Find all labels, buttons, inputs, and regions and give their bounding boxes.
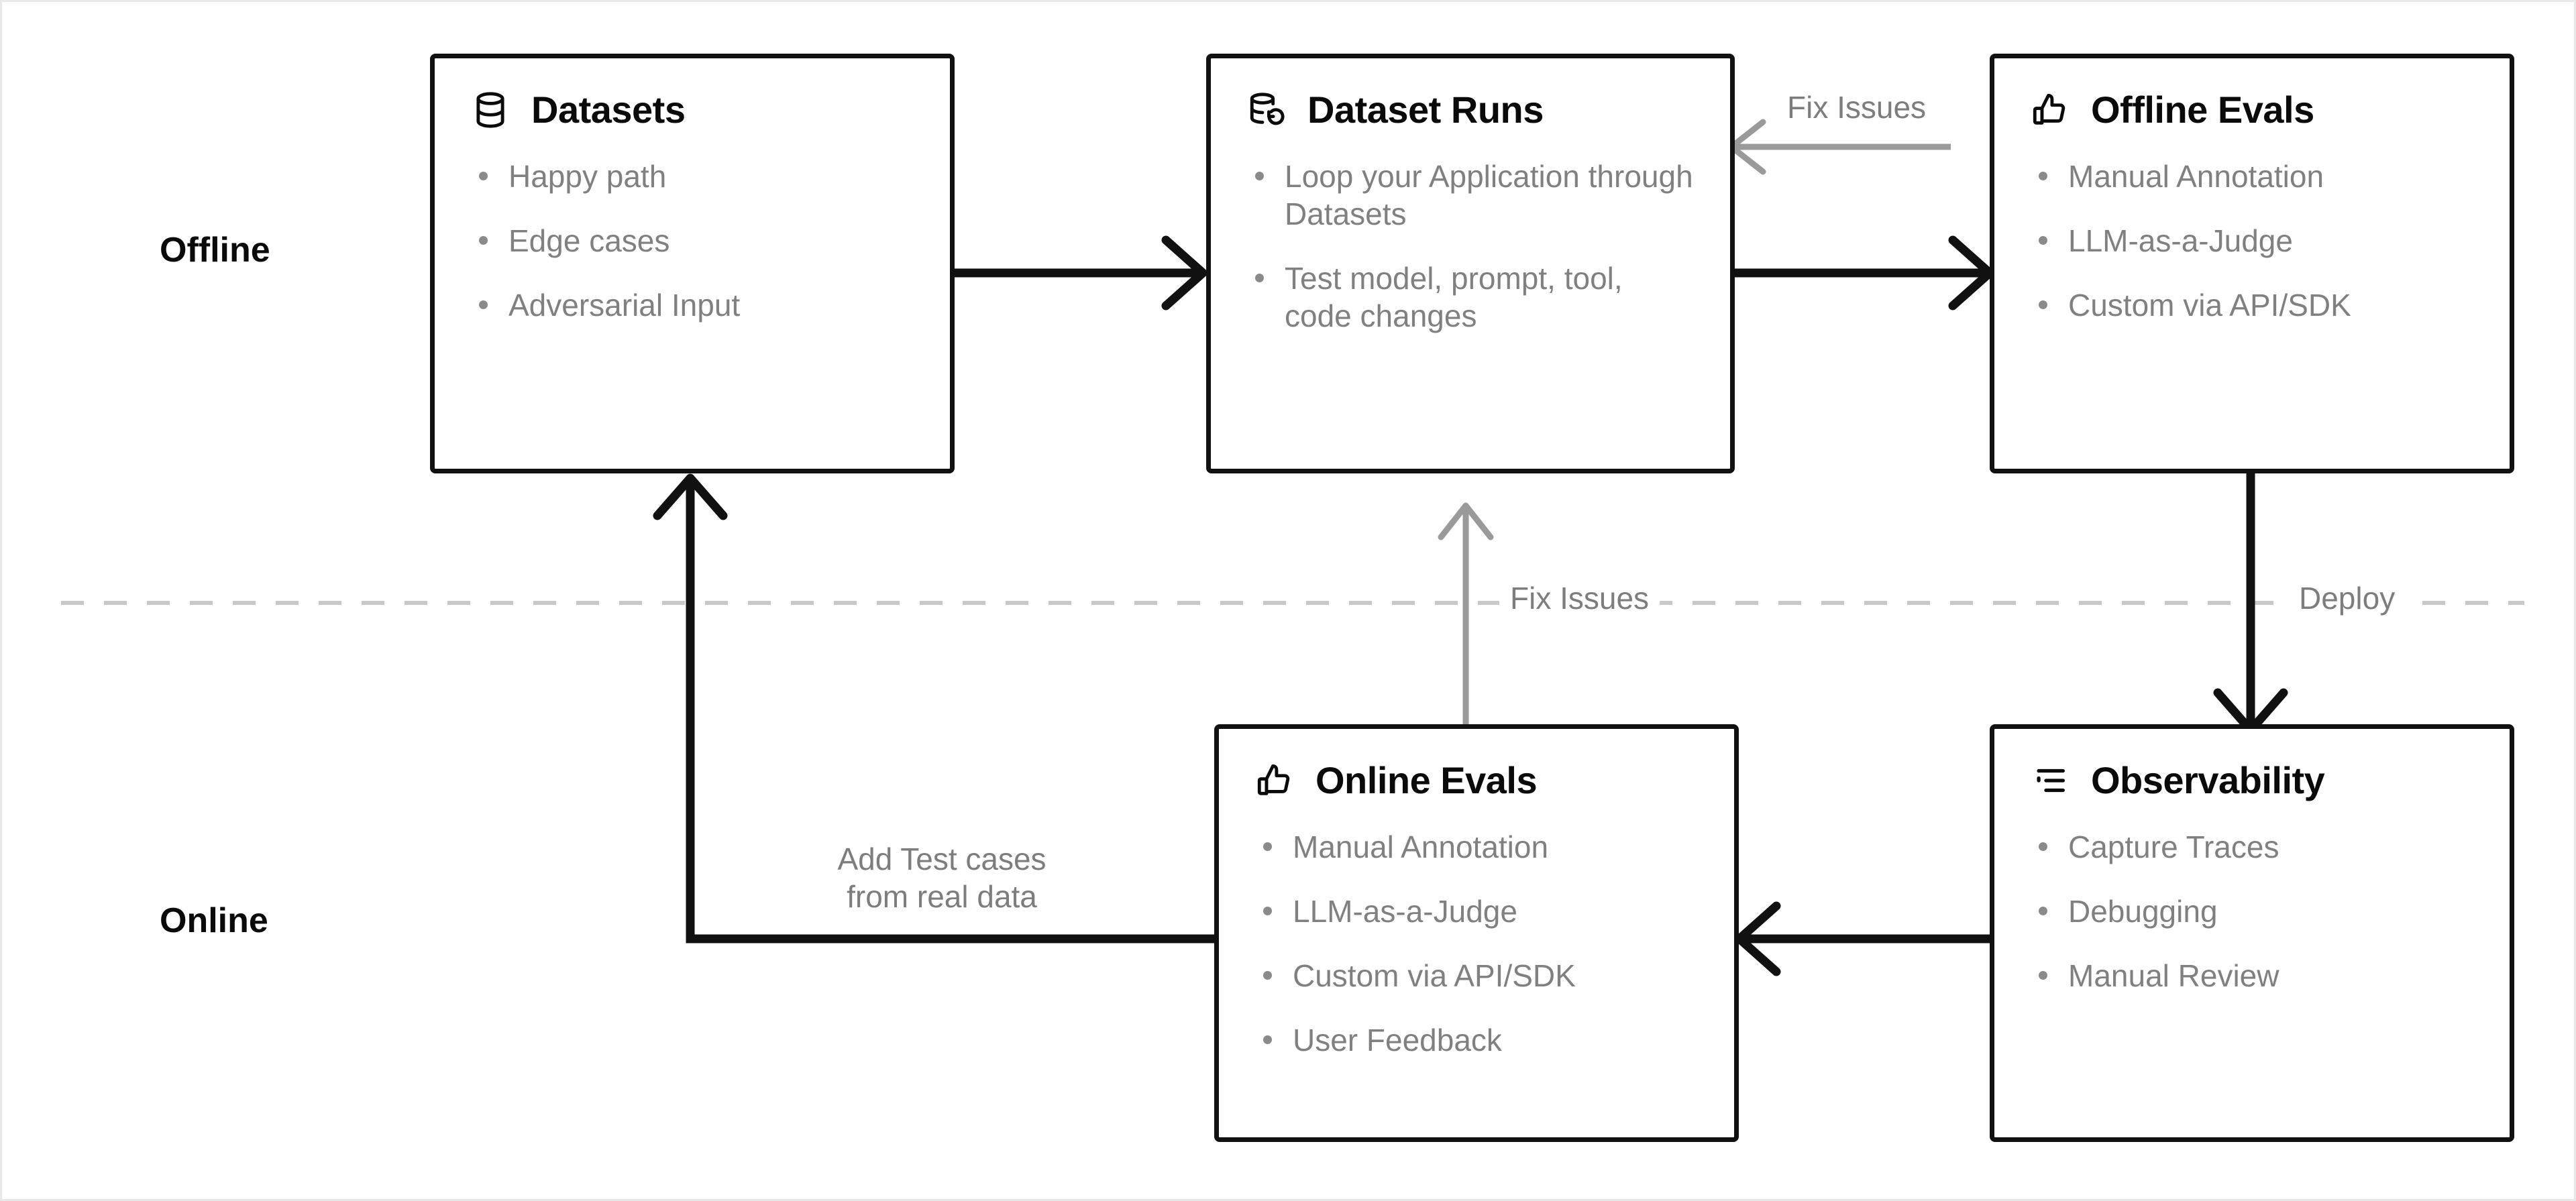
node-datasets-title: Datasets — [531, 88, 686, 131]
list-item: Custom via API/SDK — [1254, 957, 1699, 994]
list-item: LLM-as-a-Judge — [2029, 222, 2475, 260]
arrow-observability-to-online-evals — [1735, 901, 1990, 976]
list-item: LLM-as-a-Judge — [1254, 893, 1699, 930]
list-tree-icon — [2029, 760, 2071, 801]
node-offline-evals[interactable]: Offline Evals Manual Annotation LLM-as-a… — [1990, 54, 2514, 473]
edge-label-fix-issues-middle: Fix Issues — [1499, 580, 1660, 616]
list-item: Adversarial Input — [470, 286, 915, 324]
node-observability[interactable]: Observability Capture Traces Debugging M… — [1990, 724, 2514, 1142]
node-online-evals-header: Online Evals — [1254, 760, 1699, 801]
node-observability-bullets: Capture Traces Debugging Manual Review — [2029, 828, 2475, 994]
node-offline-evals-header: Offline Evals — [2029, 89, 2475, 131]
node-dataset-runs-title: Dataset Runs — [1307, 88, 1544, 131]
edge-label-deploy: Deploy — [2288, 580, 2406, 616]
edge-label-fix-issues-top: Fix Issues — [1776, 89, 1937, 125]
section-label-online: Online — [160, 901, 268, 940]
database-icon — [470, 89, 511, 131]
arrow-datasets-to-dataset-runs — [955, 235, 1208, 310]
node-datasets[interactable]: Datasets Happy path Edge cases Adversari… — [430, 54, 955, 473]
node-observability-header: Observability — [2029, 760, 2475, 801]
arrow-online-evals-to-dataset-runs — [1438, 502, 1494, 725]
list-item: Capture Traces — [2029, 828, 2475, 866]
list-item: Manual Review — [2029, 957, 2475, 994]
node-offline-evals-title: Offline Evals — [2091, 88, 2314, 131]
node-dataset-runs-bullets: Loop your Application through Datasets T… — [1246, 158, 1695, 335]
thumbs-up-icon — [2029, 89, 2071, 131]
node-dataset-runs-header: Dataset Runs — [1246, 89, 1695, 131]
list-item: Test model, prompt, tool, code changes — [1246, 260, 1695, 335]
database-restore-icon — [1246, 89, 1287, 131]
list-item: Debugging — [2029, 893, 2475, 930]
list-item: Manual Annotation — [1254, 828, 1699, 866]
node-dataset-runs[interactable]: Dataset Runs Loop your Application throu… — [1206, 54, 1735, 473]
list-item: User Feedback — [1254, 1021, 1699, 1059]
edge-label-line-1: Add Test cases — [837, 842, 1046, 876]
node-online-evals-title: Online Evals — [1316, 758, 1538, 801]
arrow-offline-evals-to-dataset-runs — [1728, 119, 1951, 175]
edge-label-add-test-cases: Add Test cases from real data — [810, 840, 1073, 916]
node-datasets-header: Datasets — [470, 89, 915, 131]
section-label-offline: Offline — [160, 231, 270, 270]
arrow-dataset-runs-to-offline-evals — [1731, 235, 1994, 310]
node-offline-evals-bullets: Manual Annotation LLM-as-a-Judge Custom … — [2029, 158, 2475, 324]
edge-label-line-2: from real data — [847, 879, 1037, 915]
list-item: Custom via API/SDK — [2029, 286, 2475, 324]
list-item: Edge cases — [470, 222, 915, 260]
node-observability-title: Observability — [2091, 758, 2325, 801]
thumbs-up-icon — [1254, 760, 1295, 801]
node-online-evals-bullets: Manual Annotation LLM-as-a-Judge Custom … — [1254, 828, 1699, 1059]
node-online-evals[interactable]: Online Evals Manual Annotation LLM-as-a-… — [1214, 724, 1739, 1142]
list-item: Loop your Application through Datasets — [1246, 158, 1695, 233]
list-item: Happy path — [470, 158, 915, 195]
arrow-offline-evals-to-observability — [2213, 471, 2288, 735]
node-datasets-bullets: Happy path Edge cases Adversarial Input — [470, 158, 915, 324]
list-item: Manual Annotation — [2029, 158, 2475, 195]
